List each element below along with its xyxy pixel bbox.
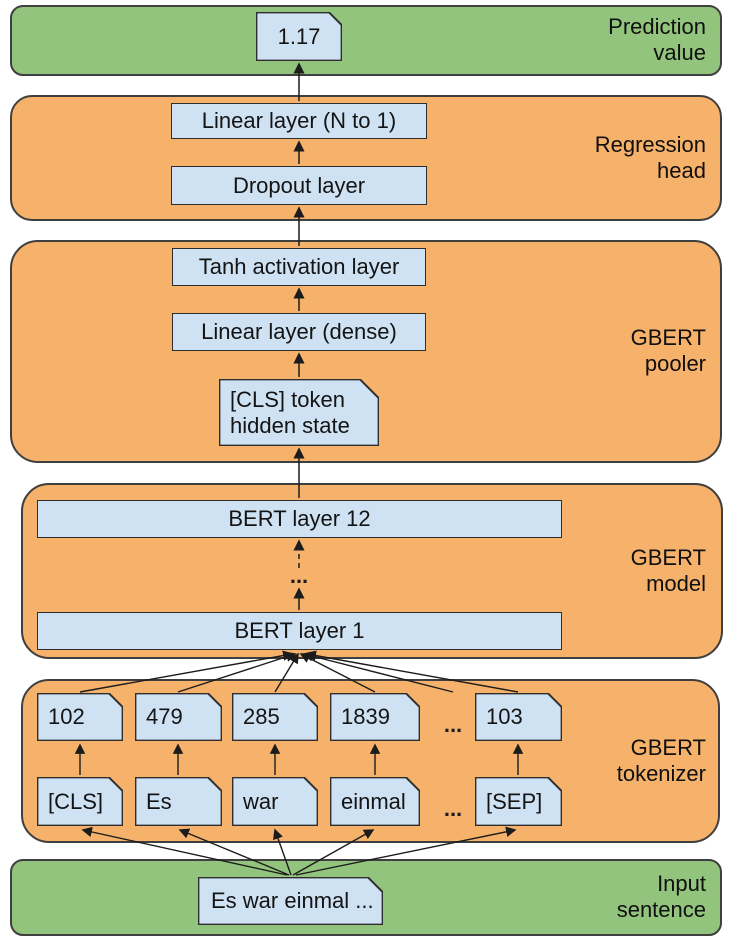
- linear-dense-text: Linear layer (dense): [201, 319, 397, 344]
- label-input-sentence: Input sentence: [616, 871, 706, 922]
- bert-layer-1-box: BERT layer 1: [37, 612, 562, 650]
- label-gbert-tokenizer: GBERT tokenizer: [616, 735, 706, 786]
- token-id-text-3: 285: [243, 704, 280, 729]
- token-id-text-4: 1839: [341, 704, 390, 729]
- token-note-2: Es: [135, 777, 222, 826]
- token-id-text-1: 102: [48, 704, 85, 729]
- label-prediction-value: Prediction value: [608, 14, 706, 65]
- tanh-text: Tanh activation layer: [198, 254, 400, 279]
- dropout-box: Dropout layer: [171, 166, 427, 205]
- cls-hidden-state-note: [CLS] token hidden state: [219, 379, 379, 446]
- ellipsis-token-ids: ...: [443, 712, 463, 737]
- token-text-4: einmal: [341, 788, 406, 814]
- token-text-2: Es: [146, 788, 172, 814]
- bert-layer-12-text: BERT layer 12: [228, 506, 371, 531]
- bert-layer-12-box: BERT layer 12: [37, 500, 562, 538]
- band-prediction-value: [10, 5, 722, 76]
- token-text-5: [SEP]: [486, 788, 543, 814]
- token-id-note-2: 479: [135, 693, 222, 741]
- cls-hidden-state-text: [CLS] token hidden state: [230, 386, 350, 438]
- ellipsis-model-layers: ...: [289, 563, 309, 588]
- label-gbert-model: GBERT model: [630, 545, 706, 596]
- ellipsis-tokens: ...: [443, 796, 463, 821]
- label-regression-head: Regression head: [594, 132, 706, 183]
- token-id-text-5: 103: [486, 704, 523, 729]
- linear-dense-box: Linear layer (dense): [172, 313, 426, 351]
- token-id-note-4: 1839: [330, 693, 420, 741]
- token-text-1: [CLS]: [48, 788, 104, 814]
- prediction-value-note: 1.17: [256, 12, 342, 61]
- tanh-box: Tanh activation layer: [172, 248, 426, 286]
- token-text-3: war: [243, 788, 279, 814]
- token-id-text-2: 479: [146, 704, 183, 729]
- dropout-text: Dropout layer: [232, 172, 366, 198]
- input-sentence-note: Es war einmal ...: [198, 877, 383, 925]
- linear-n-to-1-box: Linear layer (N to 1): [171, 103, 427, 139]
- token-id-note-5: 103: [475, 693, 562, 741]
- token-id-note-1: 102: [37, 693, 123, 741]
- token-id-note-3: 285: [232, 693, 318, 741]
- input-sentence-text: Es war einmal ...: [211, 888, 374, 913]
- label-gbert-pooler: GBERT pooler: [630, 325, 706, 376]
- token-note-5: [SEP]: [475, 777, 562, 826]
- prediction-value-text: 1.17: [277, 23, 321, 49]
- token-note-3: war: [232, 777, 318, 826]
- linear-n-to-1-text: Linear layer (N to 1): [201, 108, 397, 133]
- token-note-1: [CLS]: [37, 777, 123, 826]
- token-note-4: einmal: [330, 777, 420, 826]
- bert-layer-1-text: BERT layer 1: [234, 618, 365, 643]
